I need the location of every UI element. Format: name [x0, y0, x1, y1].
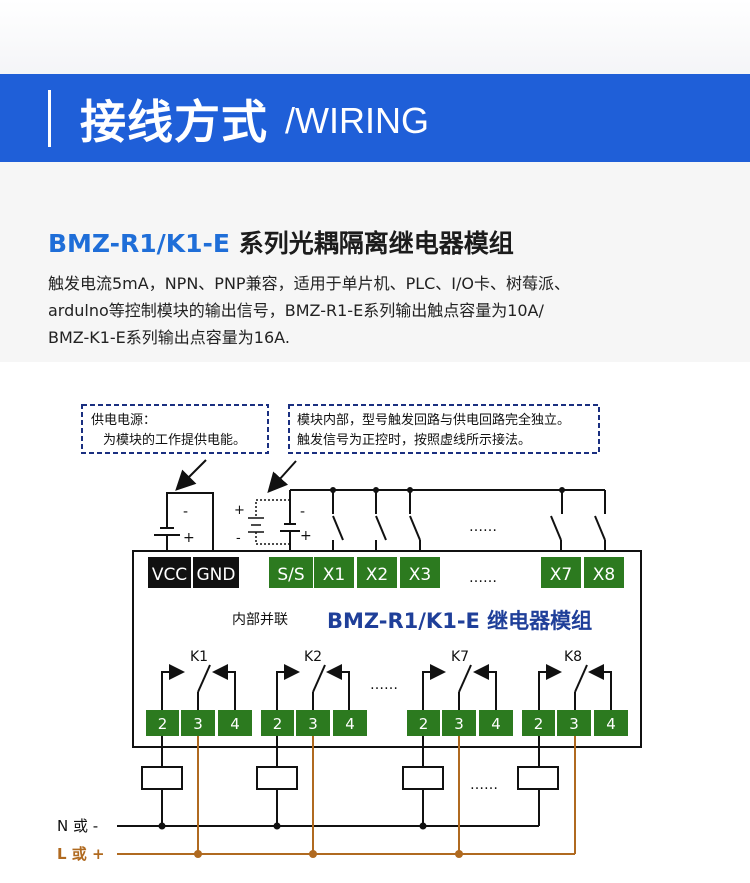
junction-dots	[330, 487, 565, 493]
module-label: BMZ-R1/K1-E 继电器模组	[327, 609, 592, 633]
power-supply-note: 供电电源： 为模块的工作提供电能。	[81, 404, 269, 454]
banner-divider	[48, 90, 51, 147]
top-terminal-strip: VCC GND S/S X1 X2 X3 …… X7 X8	[148, 557, 624, 588]
output-terminals: 2 3 4 2 3 4 2 3 4 2 3 4	[146, 710, 628, 736]
signal-plus-sign: +	[300, 528, 312, 544]
terminal-vcc: VCC	[152, 565, 187, 585]
live-label: L 或 +	[57, 845, 105, 863]
k2-terminal-3: 3	[308, 715, 318, 733]
neutral-junctions	[158, 822, 427, 830]
k1-terminal-3: 3	[193, 715, 203, 733]
power-note-arrow	[175, 459, 207, 491]
alt-signal-battery	[255, 499, 290, 545]
power-note-line1: 供电电源：	[91, 413, 156, 428]
k2-terminal-2: 2	[273, 715, 283, 733]
terminal-x3: X3	[409, 565, 431, 585]
description-line: 触发电流5mA，NPN、PNP兼容，适用于单片机、PLC、I/O卡、树莓派、	[48, 274, 571, 293]
alt-plus-sign: +	[234, 503, 245, 518]
product-info-panel	[0, 162, 750, 362]
k7-terminal-3: 3	[454, 715, 464, 733]
signal-note-line2: 触发信号为正控时，按照虚线所示接法。	[297, 432, 531, 448]
k8-terminal-4: 4	[606, 715, 616, 733]
relay-label-k1: K1	[190, 649, 208, 665]
description-line: BMZ-K1-E系列输出点容量为16A.	[48, 328, 290, 347]
load-ellipsis: ……	[470, 777, 498, 793]
signal-note: 模块内部，型号触发回路与供电回路完全独立。 触发信号为正控时，按照虚线所示接法。	[288, 404, 600, 454]
relay-ellipsis: ……	[370, 677, 398, 693]
signal-note-arrow	[267, 460, 297, 493]
k7-terminal-4: 4	[491, 715, 501, 733]
relay-contacts	[161, 664, 612, 710]
power-plus-sign: +	[183, 530, 195, 546]
signal-note-line1: 模块内部，型号触发回路与供电回路完全独立。	[297, 412, 570, 428]
terminal-gnd: GND	[197, 565, 236, 585]
alt-minus-sign: -	[236, 531, 241, 546]
terminal-x7: X7	[550, 565, 572, 585]
k2-terminal-4: 4	[345, 715, 355, 733]
internal-parallel-label: 内部并联	[232, 612, 288, 628]
product-model: BMZ-R1/K1-E	[48, 229, 230, 258]
terminal-x8: X8	[593, 565, 615, 585]
loads-and-neutral	[117, 736, 559, 827]
k1-terminal-4: 4	[230, 715, 240, 733]
relay-label-k7: K7	[451, 649, 469, 665]
description-line: ardulno等控制模块的输出信号，BMZ-R1-E系列输出触点容量为10A/	[48, 301, 544, 320]
power-minus-sign: -	[183, 504, 188, 520]
terminal-ellipsis: ……	[469, 570, 497, 586]
product-name: 系列光耦隔离继电器模组	[238, 229, 514, 258]
signal-minus-sign: -	[300, 504, 305, 520]
k1-terminal-2: 2	[158, 715, 168, 733]
live-junctions	[194, 850, 463, 858]
relay-label-k8: K8	[564, 649, 582, 665]
switch-ellipsis: ……	[469, 519, 497, 535]
k8-terminal-3: 3	[569, 715, 579, 733]
power-note-line2: 为模块的工作提供电能。	[103, 432, 246, 448]
k8-terminal-2: 2	[534, 715, 544, 733]
top-background	[0, 0, 750, 74]
neutral-label: N 或 -	[57, 817, 98, 835]
product-description: 触发电流5mA，NPN、PNP兼容，适用于单片机、PLC、I/O卡、树莓派、 a…	[48, 270, 648, 351]
section-title: 接线方式	[80, 95, 268, 149]
section-banner: 接线方式 /WIRING	[0, 74, 750, 162]
section-subtitle: /WIRING	[285, 100, 429, 141]
terminal-ss: S/S	[277, 565, 304, 585]
terminal-x1: X1	[323, 565, 345, 585]
product-heading: BMZ-R1/K1-E 系列光耦隔离继电器模组	[48, 224, 514, 260]
live-wiring	[117, 736, 576, 855]
terminal-x2: X2	[366, 565, 388, 585]
k7-terminal-2: 2	[419, 715, 429, 733]
relay-label-k2: K2	[304, 649, 322, 665]
